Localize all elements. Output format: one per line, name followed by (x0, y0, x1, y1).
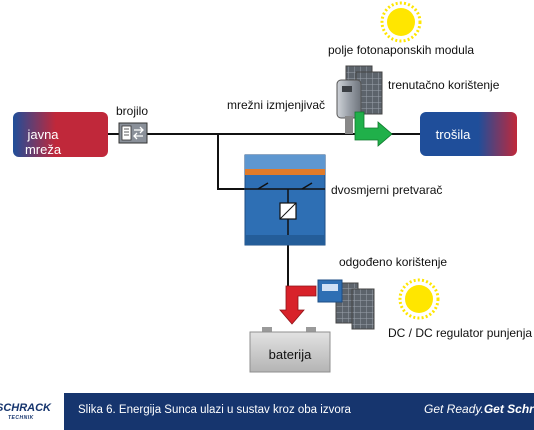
logo-text: SCHRACK (0, 402, 51, 414)
sun-icon-top (380, 1, 422, 43)
pv-field-label: polje fotonaponskih modula (328, 43, 475, 57)
energy-flow-diagram (13, 1, 517, 373)
green-arrow (354, 111, 393, 147)
meter-icon (118, 122, 148, 144)
red-arrow (279, 285, 317, 325)
loads-label: trošila (435, 127, 471, 142)
battery-icon (249, 327, 331, 373)
tagline: Get Ready.Get Schrack (424, 402, 534, 416)
tagline-regular: Get Ready. (424, 402, 484, 416)
footer-bar: SCHRACK TECHNIK Slika 6. Energija Sunca … (0, 393, 534, 430)
tagline-bold: Get Schrack (483, 402, 534, 416)
loads-box (420, 112, 517, 156)
dc-regulator-icon (317, 279, 343, 303)
figure-caption: Slika 6. Energija Sunca ulazi u sustav k… (78, 404, 351, 416)
meter-label: brojilo (116, 104, 149, 118)
sun-icon-bottom (398, 278, 440, 320)
converter-label: dvosmjerni pretvarač (331, 183, 443, 197)
grid-inverter-icon (336, 79, 362, 134)
logo-subtext: TECHNIK (8, 415, 34, 421)
grid-inverter-label: mrežni izmjenjivač (227, 98, 326, 112)
immediate-use-label: trenutačno korištenje (388, 78, 500, 92)
dc-regulator-label: DC / DC regulator punjenja (388, 326, 533, 340)
battery-label: baterija (268, 347, 312, 362)
grid-label: javna mreža (24, 127, 62, 157)
schrack-logo: SCHRACK TECHNIK (0, 393, 64, 430)
bidirectional-converter-icon (244, 154, 326, 246)
grid-box (13, 112, 108, 157)
delayed-use-label: odgođeno korištenje (339, 255, 448, 269)
